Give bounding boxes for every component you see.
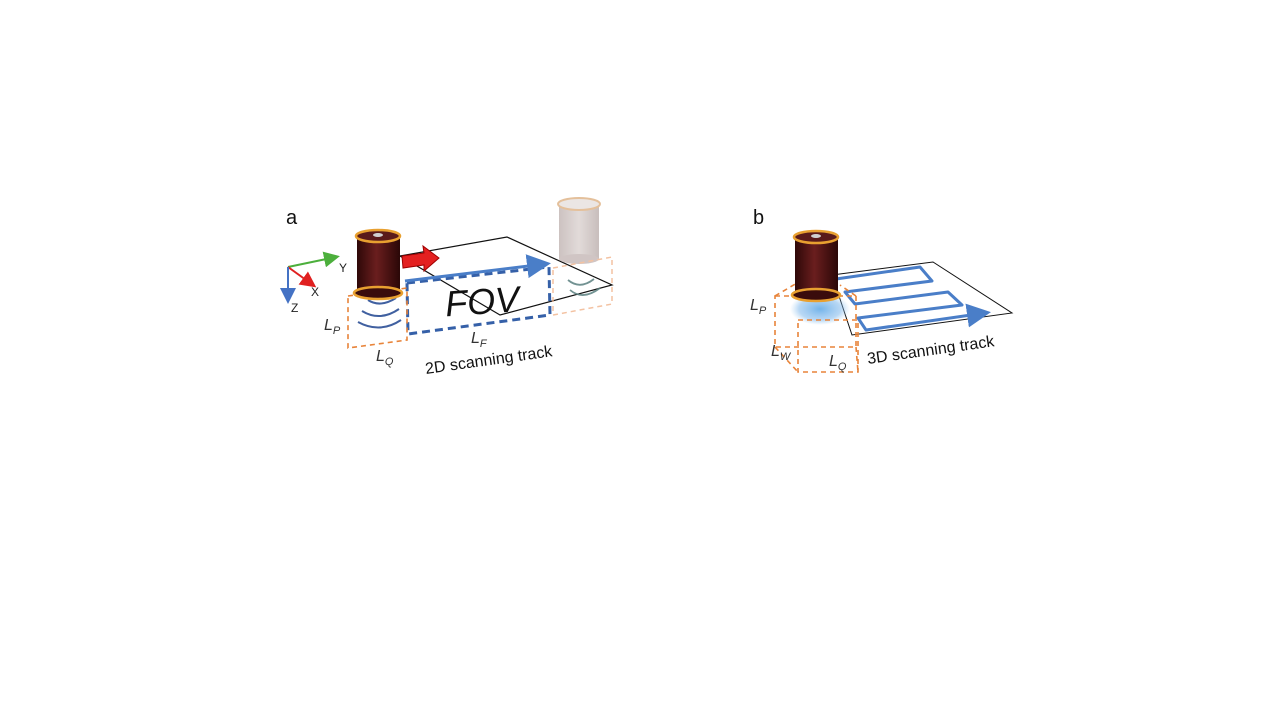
scan-track-serpentine xyxy=(835,265,991,332)
fov-label: FOV xyxy=(444,278,524,324)
ghost-coil xyxy=(552,197,613,316)
dim-lp-label-b: LP xyxy=(750,297,767,317)
axes-indicator: Y X Z xyxy=(280,251,347,315)
fov-plane-outline xyxy=(398,236,614,316)
dim-lf-label: LF xyxy=(471,330,488,350)
y-axis-arrow xyxy=(287,251,340,268)
z-axis-label: Z xyxy=(291,301,298,315)
track-3d-label: 3D scanning track xyxy=(866,333,996,368)
track-2d-label: 2D scanning track xyxy=(424,343,554,378)
signal-arcs xyxy=(357,297,402,329)
fov-region xyxy=(405,265,552,336)
x-axis-label: X xyxy=(311,285,319,299)
coil-sensor xyxy=(352,228,404,301)
scan-plane-outline xyxy=(831,261,1014,336)
dim-lp-label: LP xyxy=(324,317,341,337)
panel-b-label: b xyxy=(753,207,764,229)
y-axis-label: Y xyxy=(339,261,347,275)
dim-lq-label-b: LQ xyxy=(829,353,847,373)
coil-sensor-b xyxy=(790,229,842,303)
motion-direction-arrow xyxy=(401,244,440,273)
panel-b: b LP LW LQ 3D scanning track xyxy=(750,207,1014,373)
panel-a: a Y X Z FOV xyxy=(280,197,614,378)
scan-track-arrow xyxy=(404,254,551,283)
panel-a-label: a xyxy=(286,207,298,229)
x-axis-arrow xyxy=(287,266,317,288)
dim-lq-label: LQ xyxy=(376,348,394,368)
dim-lw-label: LW xyxy=(771,343,792,363)
